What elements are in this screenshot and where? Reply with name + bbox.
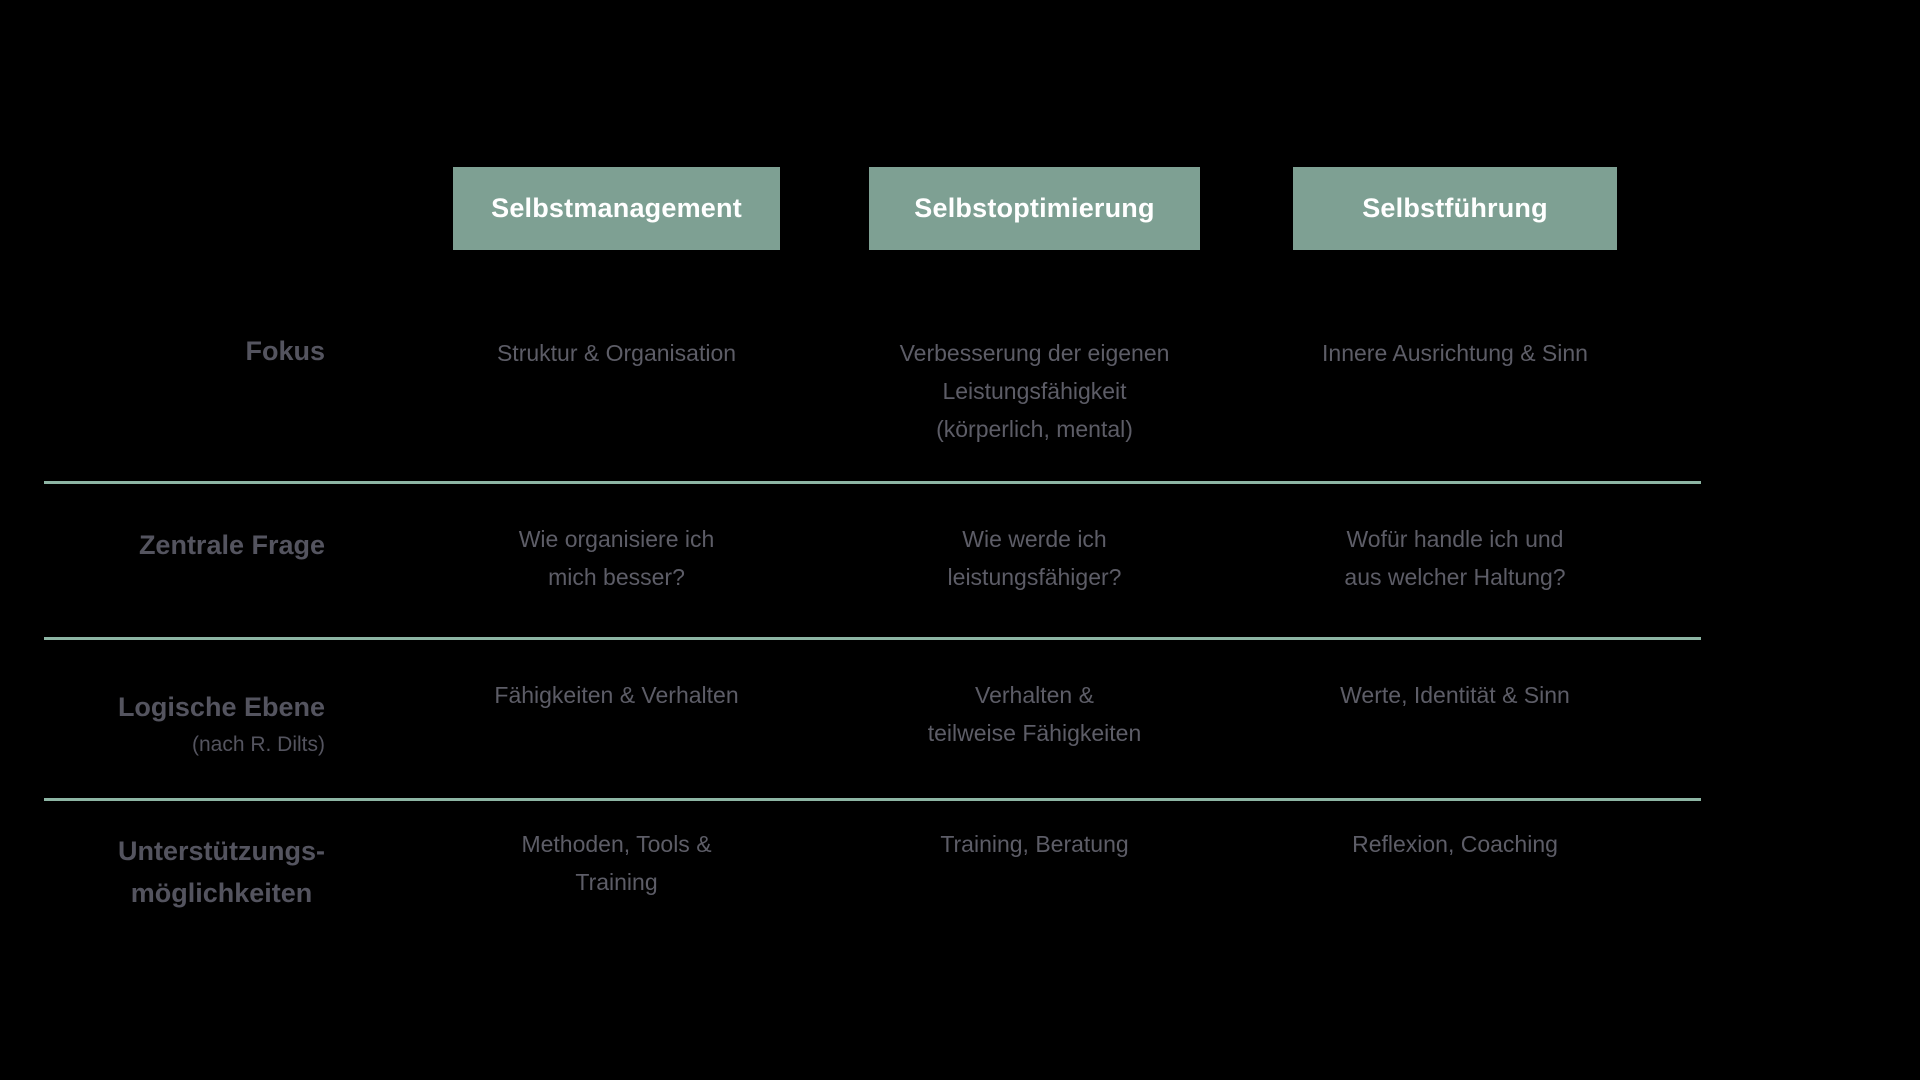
- row-divider: [44, 798, 1701, 801]
- cell-logische-ebene-selbstmanagement: Fähigkeiten & Verhalten: [494, 682, 739, 708]
- row-label-text: Zentrale Frage: [138, 530, 325, 560]
- cell-zentrale-frage-selbstoptimierung: Wie werde ich leistungsfähiger?: [947, 526, 1122, 590]
- row-label-note: (nach R. Dilts): [191, 733, 325, 756]
- row-label-zentrale-frage: Zentrale Frage: [44, 484, 453, 637]
- row-divider: [44, 637, 1701, 640]
- row-label-text: Logische Ebene: [117, 692, 325, 722]
- cell-logische-ebene-selbstoptimierung: Verhalten & teilweise Fähigkeiten: [927, 682, 1142, 746]
- cell-unterstuetzung-selbstmanagement: Methoden, Tools & Training: [521, 831, 712, 895]
- cell-unterstuetzung-selbstoptimierung: Training, Beratung: [940, 831, 1129, 857]
- cell-unterstuetzung-selbstfuehrung: Reflexion, Coaching: [1352, 831, 1558, 857]
- cell-fokus-selbstmanagement: Struktur & Organisation: [496, 340, 737, 366]
- column-header-label: Selbstführung: [1362, 193, 1548, 223]
- cell-fokus-selbstoptimierung: Verbesserung der eigenen Leistungsfähigk…: [899, 340, 1170, 442]
- column-header-selbstoptimierung: Selbstoptimierung: [869, 167, 1200, 250]
- cell-logische-ebene-selbstfuehrung: Werte, Identität & Sinn: [1340, 682, 1570, 708]
- row-label-logische-ebene: Logische Ebene (nach R. Dilts): [44, 640, 453, 798]
- cell-zentrale-frage-selbstfuehrung: Wofür handle ich und aus welcher Haltung…: [1344, 526, 1566, 590]
- row-divider: [44, 481, 1701, 484]
- cell-zentrale-frage-selbstmanagement: Wie organisiere ich mich besser?: [518, 526, 715, 590]
- column-header-selbstmanagement: Selbstmanagement: [453, 167, 780, 250]
- row-label-text: Fokus: [245, 336, 325, 366]
- row-label-fokus: Fokus: [44, 250, 453, 481]
- column-header-label: Selbstmanagement: [491, 193, 742, 223]
- row-label-unterstuetzungsmoeglichkeiten: Unterstützungs- möglichkeiten: [44, 801, 453, 981]
- comparison-table: Selbstmanagement Selbstoptimierung Selbs…: [44, 167, 1701, 981]
- column-header-selbstfuehrung: Selbstführung: [1293, 167, 1617, 250]
- cell-fokus-selbstfuehrung: Innere Ausrichtung & Sinn: [1322, 340, 1588, 366]
- column-header-label: Selbstoptimierung: [914, 193, 1155, 223]
- row-label-text: Unterstützungs- möglichkeiten: [118, 836, 325, 908]
